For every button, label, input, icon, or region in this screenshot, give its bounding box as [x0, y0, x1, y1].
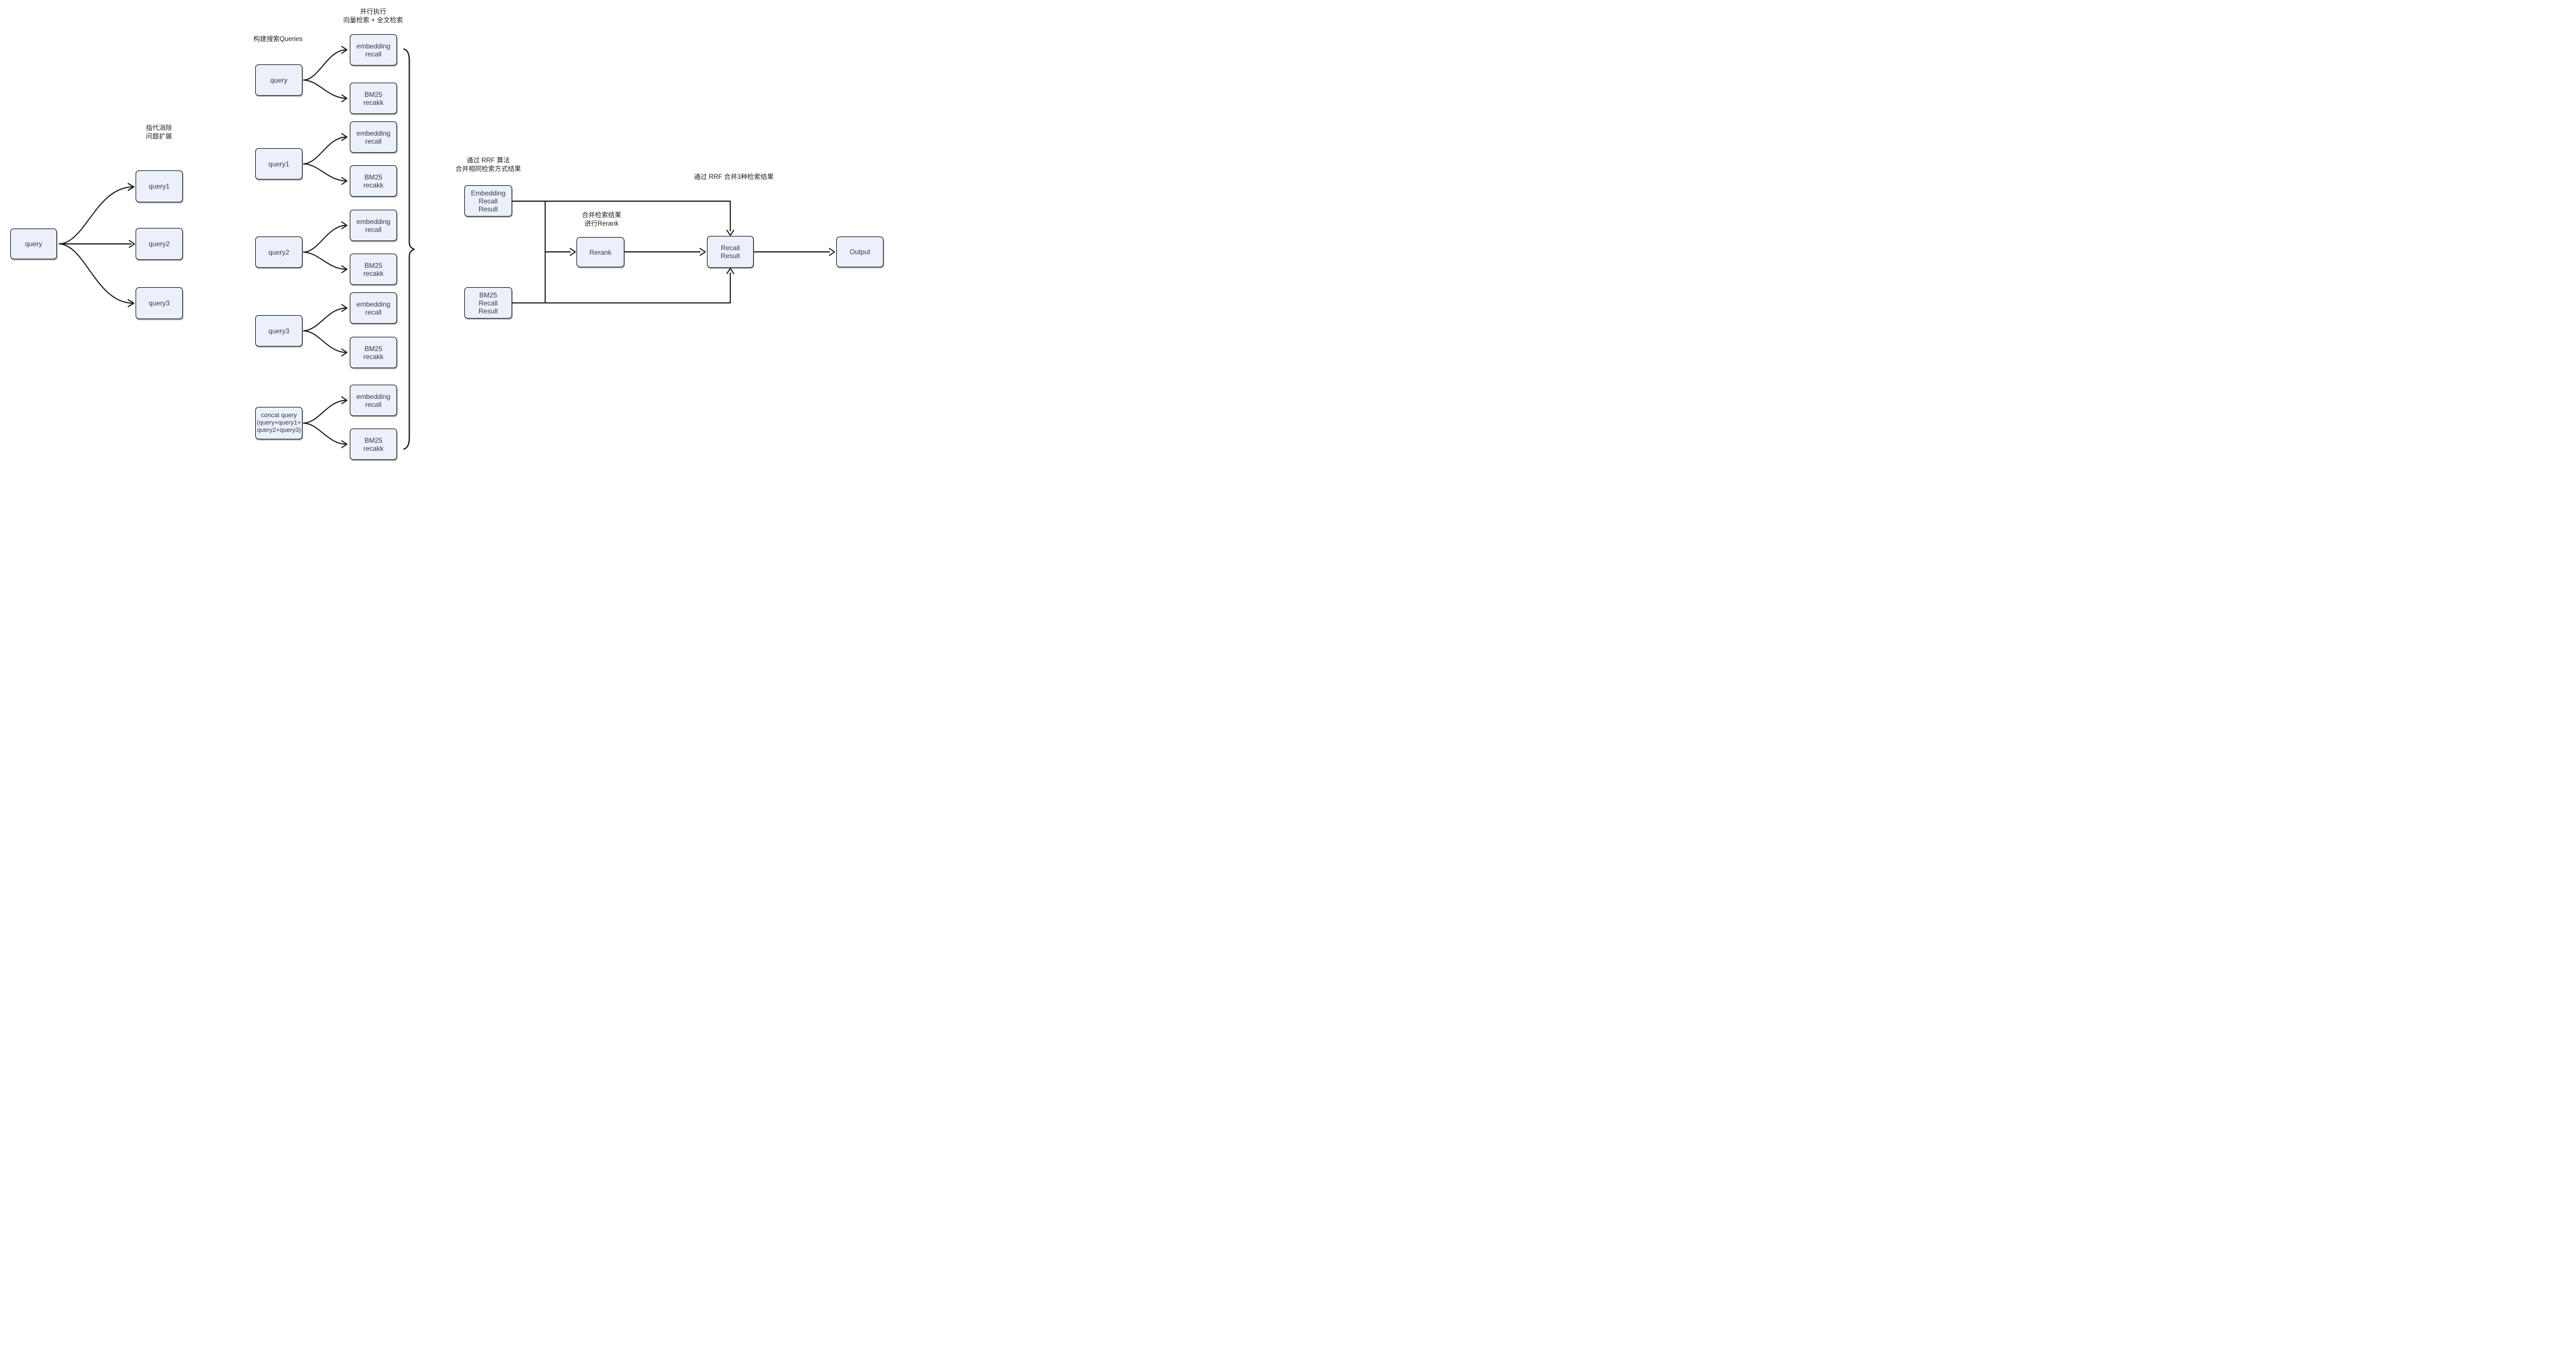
node-bm25-recall-result: BM25 Recall Result: [464, 287, 512, 319]
node-mid-query1: query1: [255, 148, 302, 180]
node-embedding-recall-result: Embedding Recall Result: [464, 185, 512, 217]
wire-bm25result-to-recallresult: [512, 268, 734, 304]
gather-brace: [403, 48, 415, 450]
node-left-query: query: [10, 229, 57, 259]
wire-midquery2-to-bm3: [303, 251, 347, 274]
node-bm25-recall-5: BM25 recakk: [350, 429, 397, 460]
node-left-query2: query2: [136, 228, 183, 260]
wire-midquery1-to-bm2: [303, 163, 347, 185]
node-bm25-recall-4: BM25 recakk: [350, 337, 397, 368]
node-embedding-recall-2: embedding recall: [350, 121, 397, 153]
wire-concat-to-emb5: [303, 396, 347, 424]
note-coreference-expansion: 指代消除 问题扩展: [146, 125, 172, 140]
wire-query-to-query1: [59, 183, 134, 244]
wire-branch-to-rerank: [545, 248, 576, 256]
wire-midquery-to-bm1: [303, 79, 347, 103]
connector-layer: [59, 46, 835, 450]
wire-query-to-query2: [59, 240, 135, 248]
node-rerank: Rerank: [576, 237, 624, 267]
node-mid-query: query: [255, 64, 302, 96]
wire-midquery3-to-emb4: [303, 304, 347, 332]
node-bm25-recall-3: BM25 recakk: [350, 254, 397, 285]
node-mid-concat-query: concat query (query+query1+ query2+query…: [255, 407, 302, 439]
node-mid-query2: query2: [255, 236, 302, 268]
wire-rerank-to-recallresult: [624, 248, 706, 256]
note-rrf-merge-three: 通过 RRF 合并3种检索结果: [694, 174, 774, 181]
note-build-queries: 构建搜索Queries: [253, 36, 303, 43]
node-output: Output: [836, 236, 884, 267]
diagram-canvas: 指代消除 问题扩展 构建搜索Queries 并行执行 向量检索 + 全文检索 通…: [0, 0, 893, 470]
note-rrf-merge-same: 通过 RRF 算法 合并相同检索方式结果: [455, 157, 521, 173]
wire-query-to-query3: [59, 243, 134, 307]
wire-midquery3-to-bm4: [303, 330, 347, 357]
node-recall-result: Recall Result: [707, 236, 754, 268]
wire-concat-to-bm5: [303, 422, 347, 448]
node-mid-query3: query3: [255, 315, 302, 346]
wire-embresult-to-recallresult: [512, 201, 734, 236]
wire-midquery1-to-emb2: [303, 133, 347, 165]
wire-recallresult-to-output: [754, 248, 835, 256]
node-left-query3: query3: [136, 287, 183, 319]
node-bm25-recall-2: BM25 recakk: [350, 165, 397, 197]
note-merge-rerank: 合并检索结果 进行Rerank: [582, 212, 621, 227]
wire-midquery-to-emb1: [303, 46, 347, 81]
wire-midquery2-to-emb3: [303, 221, 347, 253]
node-embedding-recall-4: embedding recall: [350, 292, 397, 324]
node-embedding-recall-3: embedding recall: [350, 210, 397, 241]
node-embedding-recall-5: embedding recall: [350, 385, 397, 416]
node-bm25-recall-1: BM25 recakk: [350, 83, 397, 114]
note-parallel-execution: 并行执行 向量检索 + 全文检索: [343, 9, 403, 24]
node-embedding-recall-1: embedding recall: [350, 34, 397, 66]
node-left-query1: query1: [136, 170, 183, 202]
